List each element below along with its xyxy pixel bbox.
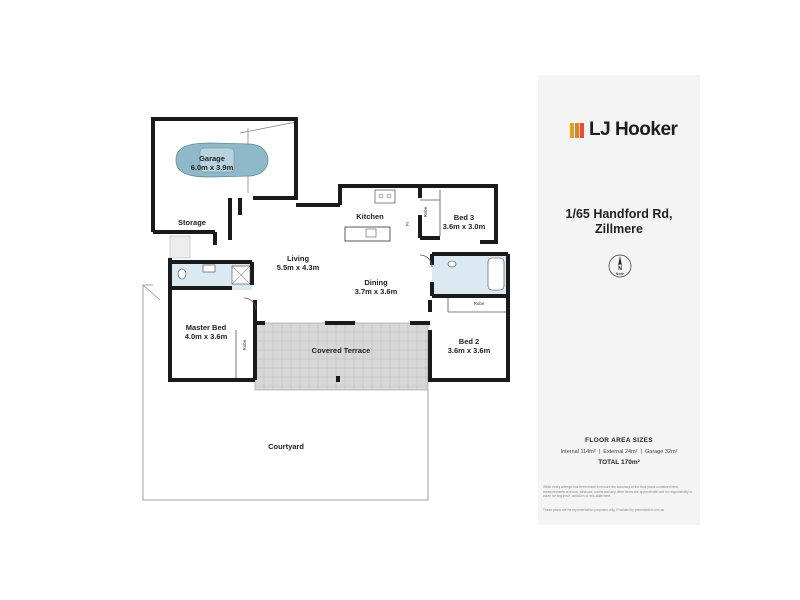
compass-label: North — [616, 272, 625, 276]
covered-terrace — [254, 322, 429, 391]
info-panel: LJ Hooker 1/65 Handford Rd, Zillmere N N… — [538, 75, 700, 525]
living-size: 5.5m x 4.3m — [277, 263, 320, 272]
terrace-label: Covered Terrace — [312, 346, 371, 355]
vanity — [202, 264, 216, 273]
representation-note: These plans are for representation purpo… — [543, 508, 665, 512]
master-bed-label: Master Bed — [186, 323, 227, 332]
floor-area-sizes: FLOOR AREA SIZES Internal 114m² | Extern… — [538, 437, 700, 466]
kitchen-island — [344, 189, 396, 242]
courtyard-label: Courtyard — [268, 442, 304, 451]
courtyard-outline — [142, 284, 429, 501]
fridge-label: Fr — [405, 221, 410, 226]
kitchen-label: Kitchen — [356, 212, 384, 221]
property-address: 1/65 Handford Rd, Zillmere — [538, 207, 700, 237]
internal-area: Internal 114m² — [560, 449, 596, 455]
garage-area: Garage 32m² — [645, 449, 678, 455]
compass-letter: N — [618, 266, 622, 272]
garage — [175, 121, 297, 195]
toilet-ensuite — [177, 268, 187, 280]
dining-size: 3.7m x 3.6m — [355, 287, 398, 296]
disclaimer-text: While every attempt has been made to ens… — [543, 485, 692, 498]
brand-name: LJ Hooker — [589, 119, 678, 140]
address-line-2: Zillmere — [595, 222, 643, 236]
garage-label: Garage — [199, 154, 225, 163]
garage-size: 6.0m x 3.9m — [191, 163, 234, 172]
bed3-label: Bed 3 — [454, 213, 474, 222]
robe-label-bed2: Robe — [474, 301, 485, 306]
compass-icon: N North — [608, 254, 632, 278]
robe-label-bed3: Robe — [423, 206, 428, 217]
bed3-size: 3.6m x 3.0m — [443, 222, 486, 231]
toilet-main — [447, 260, 457, 268]
logo-mark-icon — [570, 122, 585, 138]
master-bed-size: 4.0m x 3.6m — [185, 332, 228, 341]
bathtub — [487, 257, 505, 291]
external-area: External 24m² — [603, 449, 638, 455]
storage-label: Storage — [178, 218, 206, 227]
floor-area-title: FLOOR AREA SIZES — [585, 437, 653, 444]
floor-area-breakdown: Internal 114m² | External 24m² | Garage … — [560, 449, 678, 455]
entry-tiles — [169, 235, 191, 259]
floor-plan: Garage 6.0m x 3.9m Storage Kitchen Livin… — [142, 117, 510, 501]
dining-label: Dining — [364, 278, 388, 287]
total-area: TOTAL 170m² — [598, 459, 640, 466]
address-line-1: 1/65 Handford Rd, — [565, 207, 673, 221]
bed2-label: Bed 2 — [459, 337, 479, 346]
living-label: Living — [287, 254, 310, 263]
car-icon — [175, 142, 269, 178]
bed2-size: 3.6m x 3.6m — [448, 346, 491, 355]
walls — [151, 117, 510, 382]
robe-label-master: Robe — [242, 339, 247, 350]
lj-hooker-logo: LJ Hooker — [570, 119, 678, 141]
